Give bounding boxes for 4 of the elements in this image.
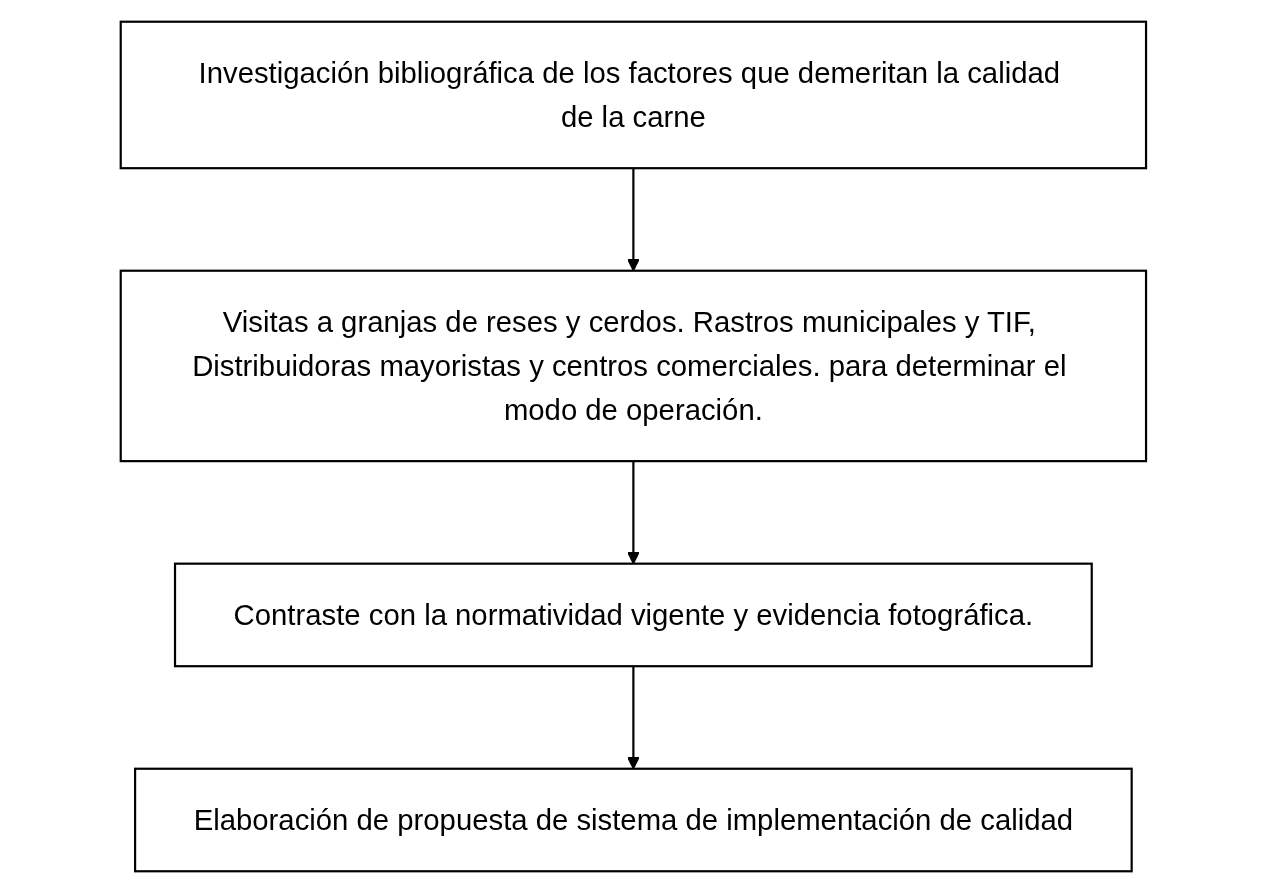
node-box: Visitas a granjas de reses y cerdos. Rastros municipales y TIF, Distribuidoras mayoristas y centros comerciales. para determinar el modo de operación. bbox=[119, 269, 1148, 463]
node-box: Investigación bibliográfica de los factores que demeritan la calidad de la carne bbox=[119, 20, 1148, 170]
node-box: Elaboración de propuesta de sistema de implementación de calidad bbox=[134, 767, 1133, 873]
node-box: Contraste con la normatividad vigente y evidencia fotográfica. bbox=[174, 562, 1093, 668]
